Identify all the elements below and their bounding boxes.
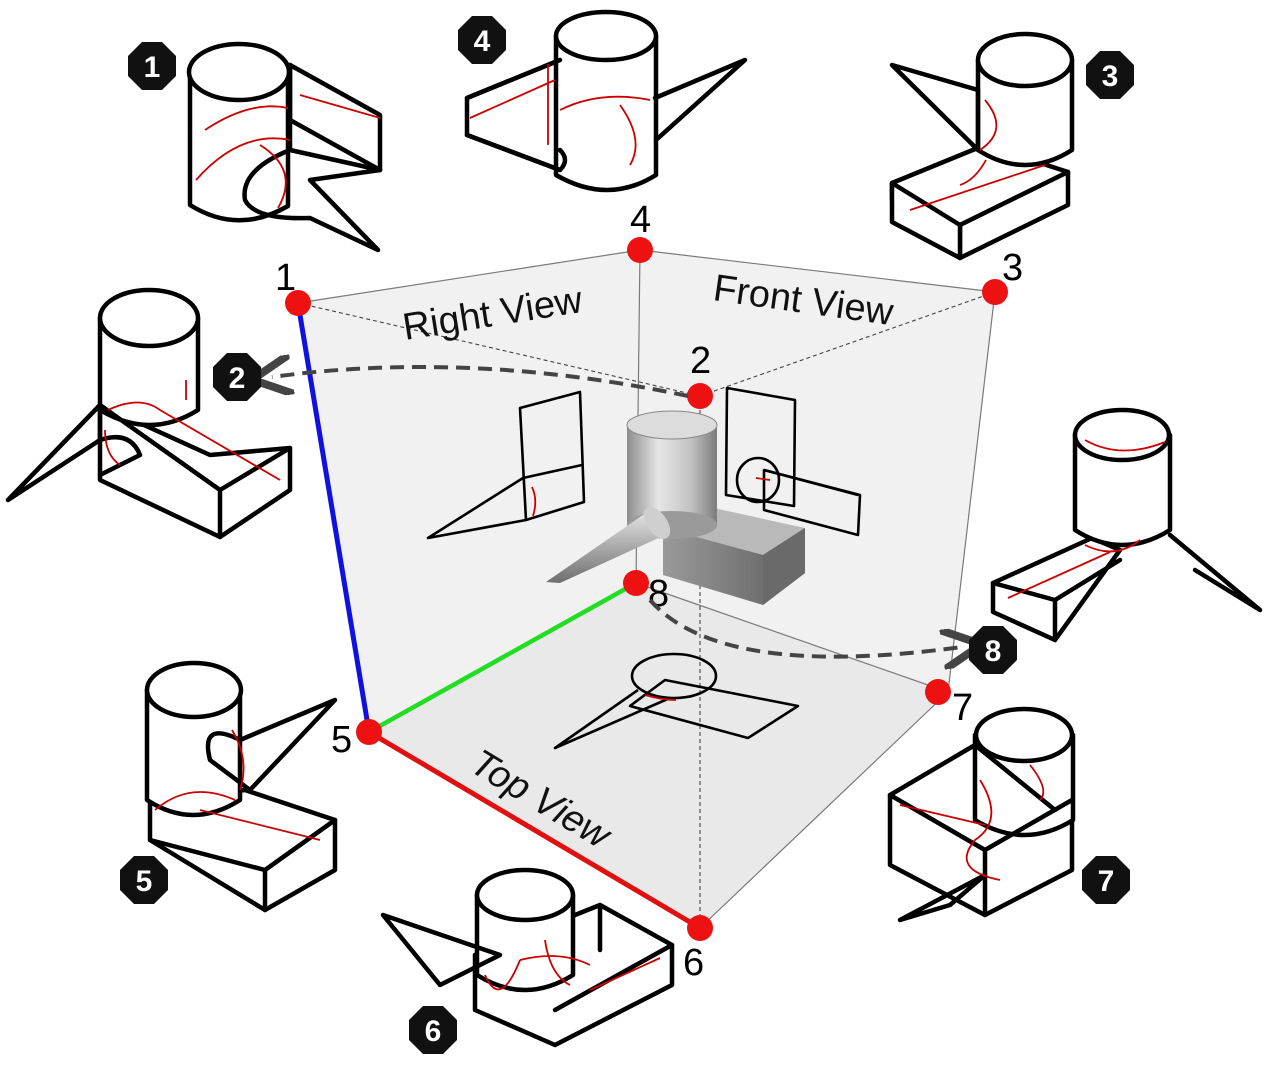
badge-label-5: 5	[136, 865, 153, 898]
vertex-dot-5	[356, 719, 382, 745]
view-7-drawing	[887, 706, 1076, 923]
vertex-dot-2	[687, 383, 713, 409]
vertex-dot-8	[623, 570, 649, 596]
view-badge-3: 3	[1086, 51, 1134, 99]
arrow-vertex8-to-badge8	[648, 598, 962, 657]
view-badge-7: 7	[1082, 856, 1130, 904]
view-5-drawing	[144, 660, 338, 913]
badge-label-2: 2	[229, 362, 246, 395]
vertex-label-7: 7	[952, 687, 973, 729]
view-badge-5: 5	[120, 856, 168, 904]
view-6-drawing	[380, 867, 675, 1048]
vertex-label-2: 2	[690, 340, 711, 382]
shaded-3d-object	[546, 410, 805, 605]
view-4-drawing	[464, 9, 748, 193]
badge-label-3: 3	[1102, 60, 1119, 93]
cube-edge-8-7	[635, 582, 949, 693]
top-view-projection	[553, 652, 800, 750]
view-badge-8: 8	[969, 626, 1017, 674]
front-view-projection	[724, 386, 862, 537]
view-badge-1: 1	[128, 42, 176, 90]
badge-label-1: 1	[144, 51, 161, 84]
vertex-label-1: 1	[275, 257, 296, 299]
vertex-markers: 1 2 3 4 5 6 7 8	[275, 199, 1023, 984]
vertex-dot-6	[687, 915, 713, 941]
view-1-drawing	[186, 41, 383, 253]
view-3-drawing	[889, 31, 1075, 261]
cube-diag-3-2	[699, 291, 996, 397]
view-badge-4: 4	[458, 16, 506, 64]
cube-edge-4-3	[639, 249, 996, 293]
view-8-drawing	[990, 407, 1263, 643]
axis-horizontal-red	[367, 729, 702, 931]
right-view-projection	[426, 390, 586, 540]
cube-face-top-shade	[369, 583, 948, 928]
view-badge-6: 6	[409, 1006, 457, 1054]
vertex-label-4: 4	[630, 199, 651, 241]
cube-edge-1-4	[297, 249, 641, 304]
vertex-label-5: 5	[331, 719, 352, 761]
vertex-label-6: 6	[683, 942, 704, 984]
arrow-vertex2-to-badge2	[272, 367, 689, 398]
badge-label-4: 4	[474, 25, 491, 58]
badge-label-6: 6	[425, 1015, 442, 1048]
vertex-label-3: 3	[1002, 247, 1023, 289]
badge-label-7: 7	[1098, 865, 1115, 898]
view-2-drawing	[5, 287, 293, 540]
cube-edge-3-7	[947, 291, 996, 693]
vertex-dot-1	[285, 290, 311, 316]
view-badge-2: 2	[213, 353, 261, 401]
vertex-dot-4	[627, 237, 653, 263]
vertex-dot-3	[982, 279, 1008, 305]
axis-depth-green	[367, 581, 638, 734]
badge-label-8: 8	[985, 635, 1002, 668]
cube-diag-1-2	[297, 302, 701, 397]
cube-edge-7-6	[699, 691, 949, 929]
vertex-dot-7	[925, 679, 951, 705]
